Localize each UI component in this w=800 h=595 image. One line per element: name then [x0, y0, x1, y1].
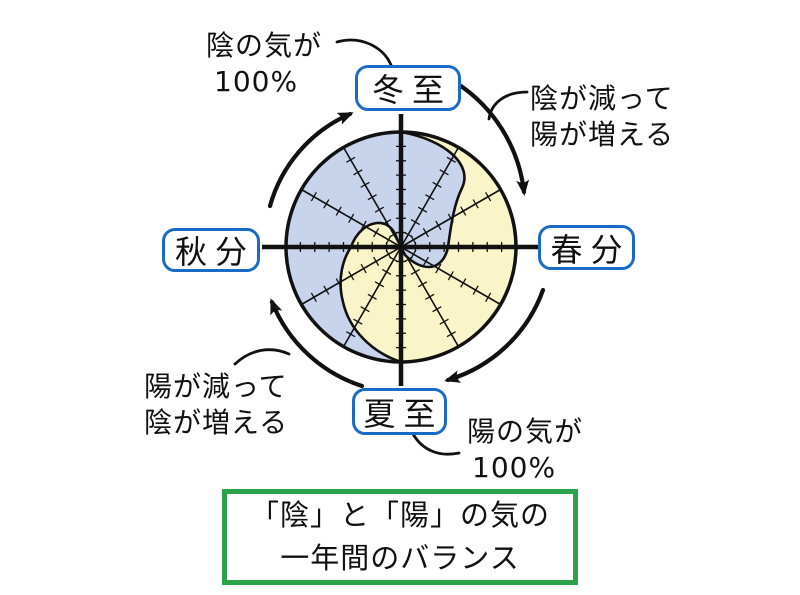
connector-yang-waning [233, 348, 291, 366]
caption-box: 「陰」と「陽」の気の 一年間のバランス [222, 489, 578, 585]
caption-line1: 「陰」と「陽」の気の [249, 498, 550, 532]
season-label-summer: 夏至 [363, 394, 444, 433]
annotation-yin-waning-line1: 陰が減って [530, 82, 674, 115]
caption-line2: 一年間のバランス [280, 541, 520, 575]
season-box-spring-equinox: 春分 [538, 225, 635, 270]
season-label-spring: 春分 [550, 230, 631, 269]
annotation-yang-peak-line1: 陽の気が [467, 415, 584, 448]
annotation-yang-waning-line1: 陽が減って [144, 370, 288, 403]
season-box-autumn-equinox: 秋分 [162, 228, 260, 272]
connector-yang-peak [411, 432, 461, 456]
connector-yin-waning [487, 90, 529, 121]
connector-yin-peak [335, 38, 393, 67]
season-box-winter-solstice: 冬至 [355, 65, 461, 111]
annotation-yang-waning-line2: 陰が増える [144, 406, 289, 439]
annotation-yin-waning: 陰が減って 陽が増える [530, 81, 674, 153]
season-box-summer-solstice: 夏至 [352, 388, 447, 435]
season-label-winter: 冬至 [371, 71, 452, 109]
yin-region [286, 132, 465, 362]
annotation-yin-peak-line1: 陰の気が [206, 29, 323, 62]
cycle-arrow-bottom-right-icon [444, 287, 546, 383]
annotation-yang-waning: 陽が減って 陰が増える [144, 369, 288, 441]
cycle-arrow-top-left-icon [267, 111, 354, 209]
annotation-yin-waning-line2: 陽が増える [530, 118, 675, 151]
cycle-arrow-top-right-icon [455, 81, 530, 196]
annotation-yang-peak: 陽の気が 100% [467, 414, 583, 486]
annotation-yin-peak: 陰の気が 100% [206, 28, 322, 100]
cycle-arrow-bottom-left-icon [269, 298, 365, 389]
polar-grid-spokes [299, 145, 503, 349]
annotation-yin-peak-line2: 100% [214, 65, 299, 98]
annotation-yang-peak-line2: 100% [472, 451, 557, 484]
season-label-autumn: 秋分 [174, 233, 255, 271]
